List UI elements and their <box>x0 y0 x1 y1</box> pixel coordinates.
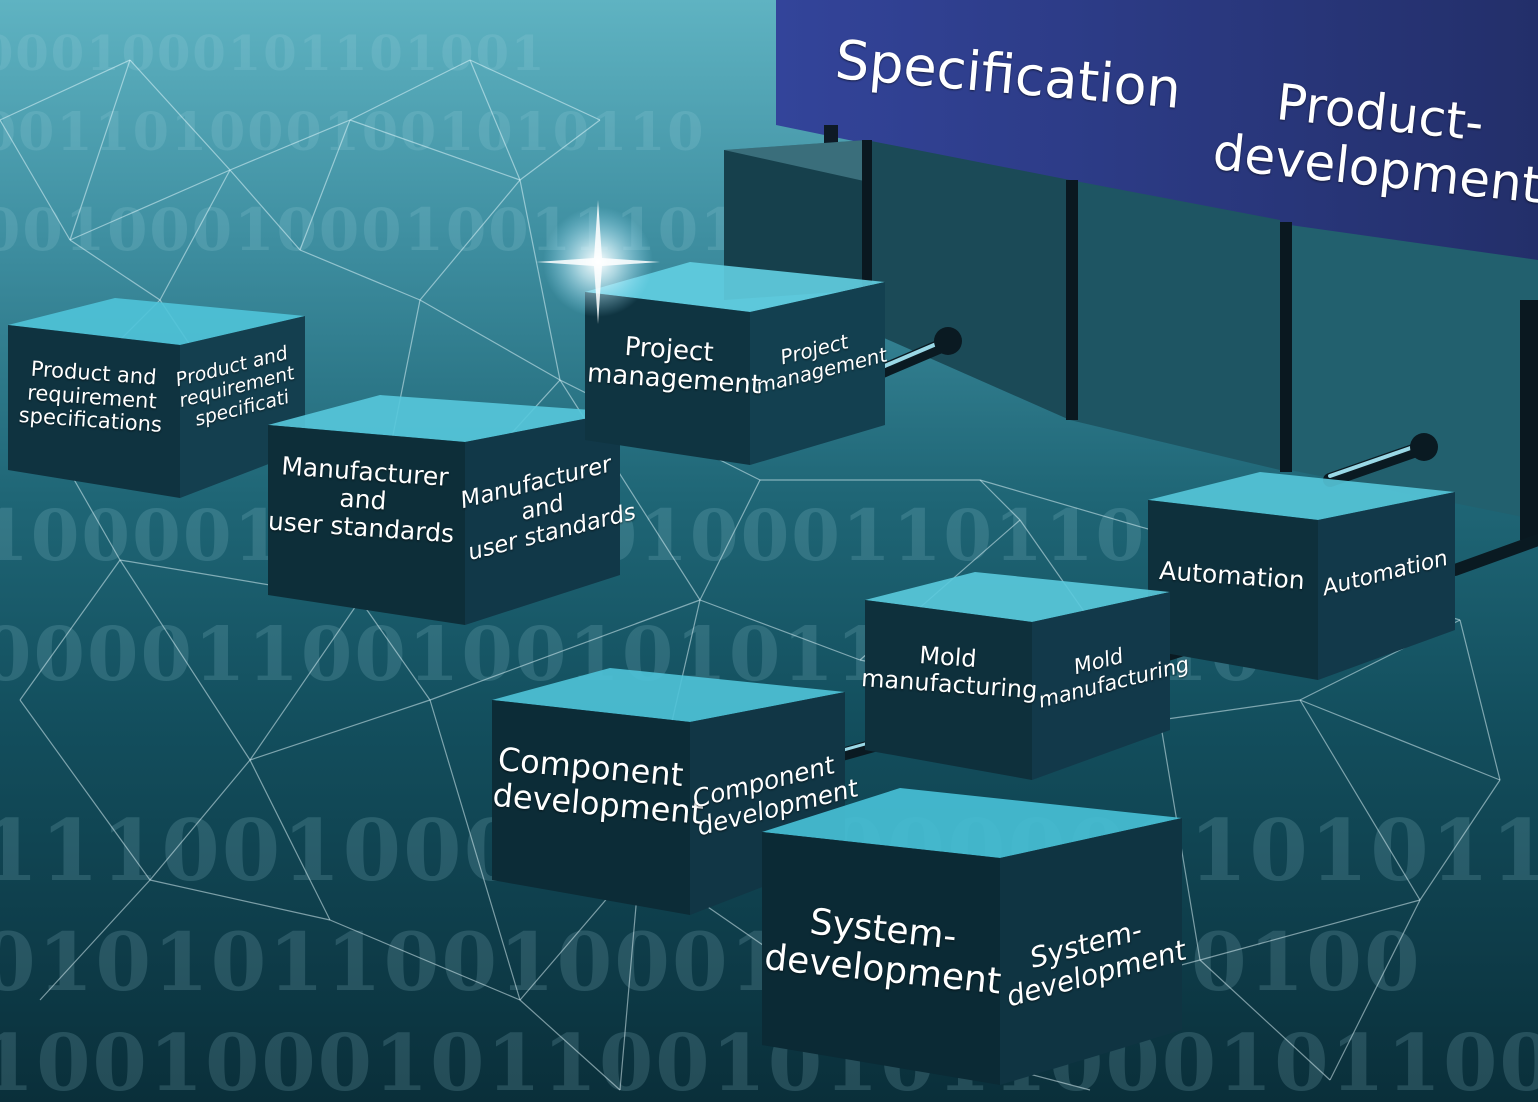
mesh-line <box>149 879 331 921</box>
cube-automation <box>1148 472 1455 680</box>
manufacturer-standards-front-label: Manufacturer and user standards <box>267 451 456 549</box>
mesh-line <box>1459 619 1501 781</box>
mesh-line <box>469 59 601 121</box>
mesh-line <box>69 59 131 241</box>
mesh-line <box>469 59 521 181</box>
mesh-line <box>1199 959 1331 1081</box>
mesh-line <box>249 599 361 761</box>
mesh-line <box>39 879 151 1001</box>
cube-system-development <box>762 788 1182 1085</box>
mesh-line <box>149 759 251 881</box>
header-band <box>776 0 1538 282</box>
mesh-line <box>699 599 861 661</box>
project-management-front-label: Project management <box>586 331 763 401</box>
mesh-line <box>1199 899 1421 961</box>
mesh-line <box>349 59 471 121</box>
mesh-line <box>249 699 431 761</box>
mesh-line <box>229 119 351 171</box>
mesh-line <box>519 999 621 1091</box>
cube-project-management <box>585 262 885 465</box>
rail-blocks <box>724 140 1538 540</box>
mesh-line <box>19 559 121 701</box>
product-requirements-front-label: Product and requirement specifications <box>18 356 163 437</box>
mesh-line <box>69 239 161 301</box>
binary-row: 0011010001001010110 <box>0 102 705 163</box>
mold-manufacturing-front-label: Mold manufacturing <box>860 641 1039 705</box>
mesh-line <box>359 599 431 701</box>
mesh-line <box>1299 699 1501 781</box>
mesh-line <box>249 759 331 921</box>
mesh-line <box>299 119 351 251</box>
mesh-line <box>429 599 701 701</box>
mesh-line <box>1329 899 1421 1081</box>
mesh-line <box>329 919 521 1001</box>
mesh-line <box>349 119 521 181</box>
mesh-line <box>979 479 1021 521</box>
mesh-line <box>419 299 561 381</box>
mesh-line <box>1299 699 1421 901</box>
mesh-line <box>229 169 301 251</box>
mesh-line <box>299 249 421 301</box>
mesh-line <box>1419 779 1501 901</box>
mesh-line <box>429 699 521 1001</box>
binary-row: 00100010001001110101 <box>0 196 827 264</box>
mesh-line <box>699 479 761 601</box>
mesh-line <box>419 179 521 301</box>
mesh-line <box>129 59 231 171</box>
mesh-line <box>1159 699 1301 721</box>
mesh-line <box>519 119 601 181</box>
binary-row: 0001000101101001 <box>0 26 546 82</box>
light-sparkle <box>536 200 660 324</box>
mesh-line <box>69 169 231 241</box>
mesh-line <box>0 119 71 241</box>
mesh-line <box>519 179 561 381</box>
cube-manufacturer-standards <box>268 395 620 625</box>
binary-row: 0101011001000100110110100 <box>0 915 1422 1009</box>
mesh-line <box>19 699 151 881</box>
cube-mold-manufacturing <box>865 572 1170 780</box>
mesh-line <box>119 559 251 761</box>
mesh-line <box>0 59 131 121</box>
mesh-line <box>159 169 231 301</box>
